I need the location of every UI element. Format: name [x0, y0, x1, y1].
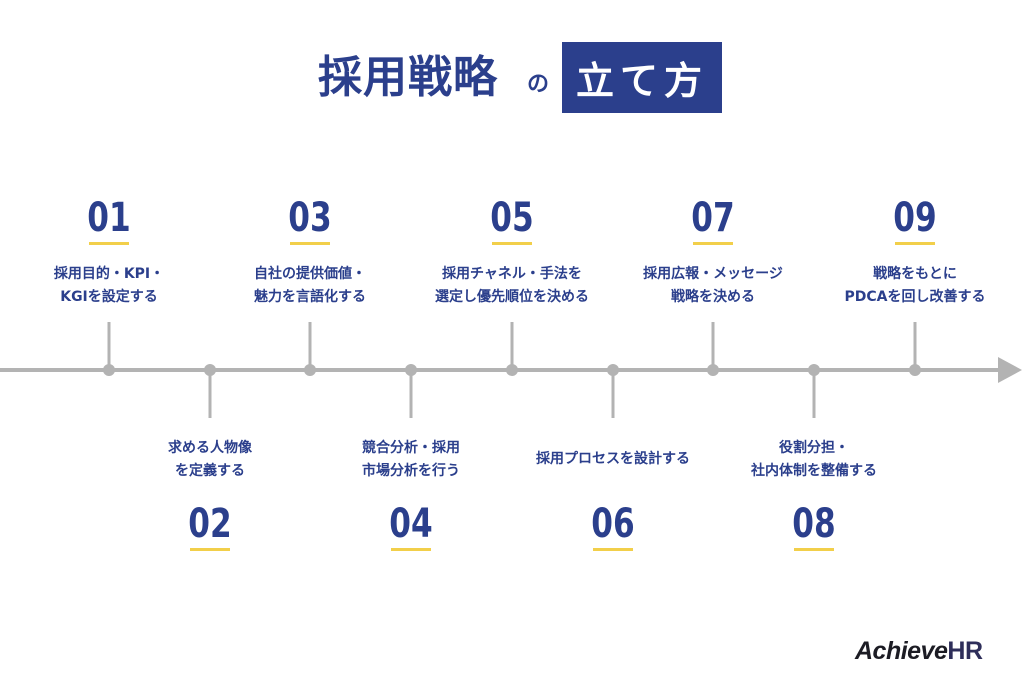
step-label: 採用プロセスを設計する [536, 451, 690, 467]
title-main-text: 採用戦略 [318, 52, 498, 103]
title-boxed-text: 立て方 [562, 42, 722, 113]
timeline-node [707, 364, 719, 376]
step-underline [492, 242, 532, 245]
step-07: 07 採用広報・メッセージ 戦略を決める [603, 196, 823, 309]
step-label: 採用広報・メッセージ 戦略を決める [643, 266, 783, 305]
step-label: 採用目的・KPI・ KGIを設定する [53, 266, 165, 305]
step-underline [190, 548, 230, 551]
step-09: 09 戦略をもとに PDCAを回し改善する [805, 196, 1024, 309]
step-01: 01 採用目的・KPI・ KGIを設定する [0, 196, 219, 309]
step-underline [593, 548, 633, 551]
step-underline [391, 548, 431, 551]
step-04: 競合分析・採用 市場分析を行う 04 [301, 437, 521, 551]
step-label: 役割分担・ 社内体制を整備する [751, 440, 877, 479]
step-number: 08 [792, 501, 836, 547]
step-underline [895, 242, 935, 245]
timeline-node [607, 364, 619, 376]
step-number: 04 [389, 501, 433, 547]
title-connector: の [527, 72, 550, 97]
step-08: 役割分担・ 社内体制を整備する 08 [704, 437, 924, 551]
step-number: 06 [591, 501, 635, 547]
step-label: 採用チャネル・手法を 選定し優先順位を決める [435, 266, 589, 305]
timeline-node [405, 364, 417, 376]
step-number: 03 [288, 195, 332, 241]
step-label: 競合分析・採用 市場分析を行う [362, 440, 460, 479]
timeline-node [909, 364, 921, 376]
timeline-arrow-icon [998, 357, 1022, 383]
step-number: 02 [188, 501, 232, 547]
timeline-node [103, 364, 115, 376]
logo-achieve-text: Achieve [855, 637, 948, 665]
logo-hr-text: HR [947, 637, 983, 665]
step-number: 09 [893, 195, 937, 241]
step-underline [290, 242, 330, 245]
step-03: 03 自社の提供価値・ 魅力を言語化する [200, 196, 420, 309]
step-underline [794, 548, 834, 551]
step-label: 自社の提供価値・ 魅力を言語化する [254, 266, 366, 305]
step-underline [693, 242, 733, 245]
timeline-node [808, 364, 820, 376]
achievehr-logo: AchieveHR [855, 637, 983, 666]
step-06: 採用プロセスを設計する 06 [503, 437, 723, 551]
step-label: 戦略をもとに PDCAを回し改善する [844, 266, 986, 305]
timeline-node [204, 364, 216, 376]
step-05: 05 採用チャネル・手法を 選定し優先順位を決める [402, 196, 622, 309]
step-number: 01 [87, 195, 131, 241]
step-label: 求める人物像 を定義する [168, 440, 252, 479]
step-number: 05 [490, 195, 534, 241]
step-underline [89, 242, 129, 245]
page-title: 採用戦略 の 立て方 [0, 42, 1024, 114]
step-02: 求める人物像 を定義する 02 [100, 437, 320, 551]
timeline-node [506, 364, 518, 376]
step-number: 07 [691, 195, 735, 241]
timeline-node [304, 364, 316, 376]
